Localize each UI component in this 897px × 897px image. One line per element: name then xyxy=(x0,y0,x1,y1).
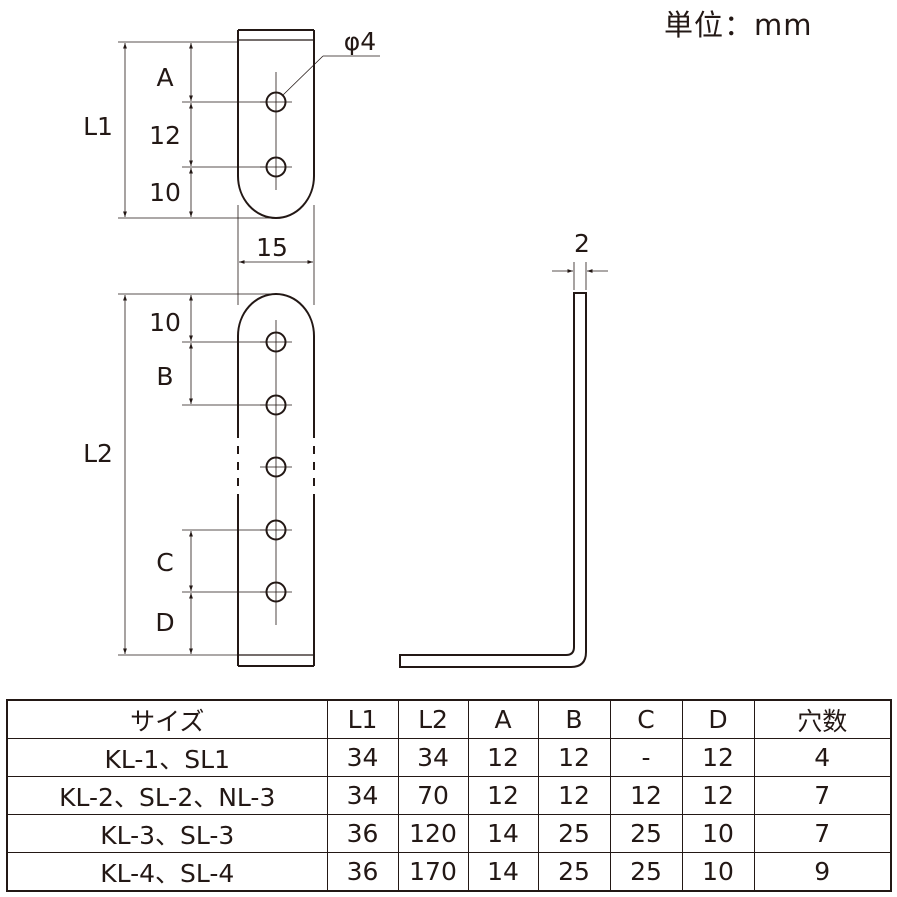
cell-l2: 34 xyxy=(397,738,469,777)
cell-l1: 36 xyxy=(326,852,399,892)
cell-b: 25 xyxy=(537,852,611,892)
dimension-a-label: A xyxy=(156,63,173,92)
cell-hole-count: 9 xyxy=(753,852,892,892)
cell-l1: 34 xyxy=(326,738,399,777)
header-hole-count: 穴数 xyxy=(753,699,892,739)
cell-l2: 170 xyxy=(397,852,469,892)
cell-hole-count: 4 xyxy=(753,738,892,777)
dimension-c-label: C xyxy=(156,548,173,577)
dimension-l1-end-label: 10 xyxy=(149,178,181,207)
cell-d: 12 xyxy=(681,776,755,815)
hole-diameter-label: φ4 xyxy=(344,27,376,56)
unit-label: 単位：mm xyxy=(664,8,813,42)
cell-hole-count: 7 xyxy=(753,814,892,853)
cell-d: 10 xyxy=(681,814,755,853)
header-d: D xyxy=(681,699,755,739)
leg1-outline xyxy=(237,29,315,219)
table-header-row: サイズ L1 L2 A B C D 穴数 xyxy=(6,699,892,739)
l-profile-side-view xyxy=(399,292,587,668)
cell-size: KL-1、SL1 xyxy=(6,738,328,777)
cell-a: 12 xyxy=(467,738,539,777)
cell-c: 25 xyxy=(609,814,683,853)
cell-c: 25 xyxy=(609,852,683,892)
bracket-drawing: φ4 A 12 10 L1 15 10 B L2 C D 2 xyxy=(83,27,608,668)
table-row: KL-4、SL-4 36 170 14 25 25 10 9 xyxy=(6,852,892,892)
cell-l2: 70 xyxy=(397,776,469,815)
header-l2: L2 xyxy=(397,699,469,739)
cell-size: KL-4、SL-4 xyxy=(6,852,328,892)
cell-c: 12 xyxy=(609,776,683,815)
cell-size: KL-2、SL-2、NL-3 xyxy=(6,776,328,815)
cell-b: 12 xyxy=(537,776,611,815)
cell-b: 25 xyxy=(537,814,611,853)
dimension-d-label: D xyxy=(155,608,174,637)
table-row: KL-2、SL-2、NL-3 34 70 12 12 12 12 7 xyxy=(6,776,892,815)
dimension-b-label: B xyxy=(156,362,173,391)
cell-l1: 36 xyxy=(326,814,399,853)
cell-l2: 120 xyxy=(397,814,469,853)
header-c: C xyxy=(609,699,683,739)
dimension-l2-label: L2 xyxy=(83,439,113,468)
cell-a: 14 xyxy=(467,852,539,892)
cell-d: 12 xyxy=(681,738,755,777)
header-size: サイズ xyxy=(6,699,328,739)
cell-a: 12 xyxy=(467,776,539,815)
cell-size: KL-3、SL-3 xyxy=(6,814,328,853)
cell-c: - xyxy=(609,738,683,777)
dimension-l2-top-label: 10 xyxy=(149,308,181,337)
cell-b: 12 xyxy=(537,738,611,777)
header-l1: L1 xyxy=(326,699,399,739)
header-b: B xyxy=(537,699,611,739)
dimension-l1-gap-label: 12 xyxy=(149,121,181,150)
cell-a: 14 xyxy=(467,814,539,853)
dimension-l1-label: L1 xyxy=(83,112,113,141)
dimension-thickness-label: 2 xyxy=(574,229,590,258)
dimension-width-label: 15 xyxy=(256,233,288,262)
cell-d: 10 xyxy=(681,852,755,892)
cell-l1: 34 xyxy=(326,776,399,815)
size-spec-table: サイズ L1 L2 A B C D 穴数 KL-1、SL1 34 34 12 1… xyxy=(6,699,892,892)
header-a: A xyxy=(467,699,539,739)
cell-hole-count: 7 xyxy=(753,776,892,815)
table-row: KL-3、SL-3 36 120 14 25 25 10 7 xyxy=(6,814,892,853)
table-row: KL-1、SL1 34 34 12 12 - 12 4 xyxy=(6,738,892,777)
